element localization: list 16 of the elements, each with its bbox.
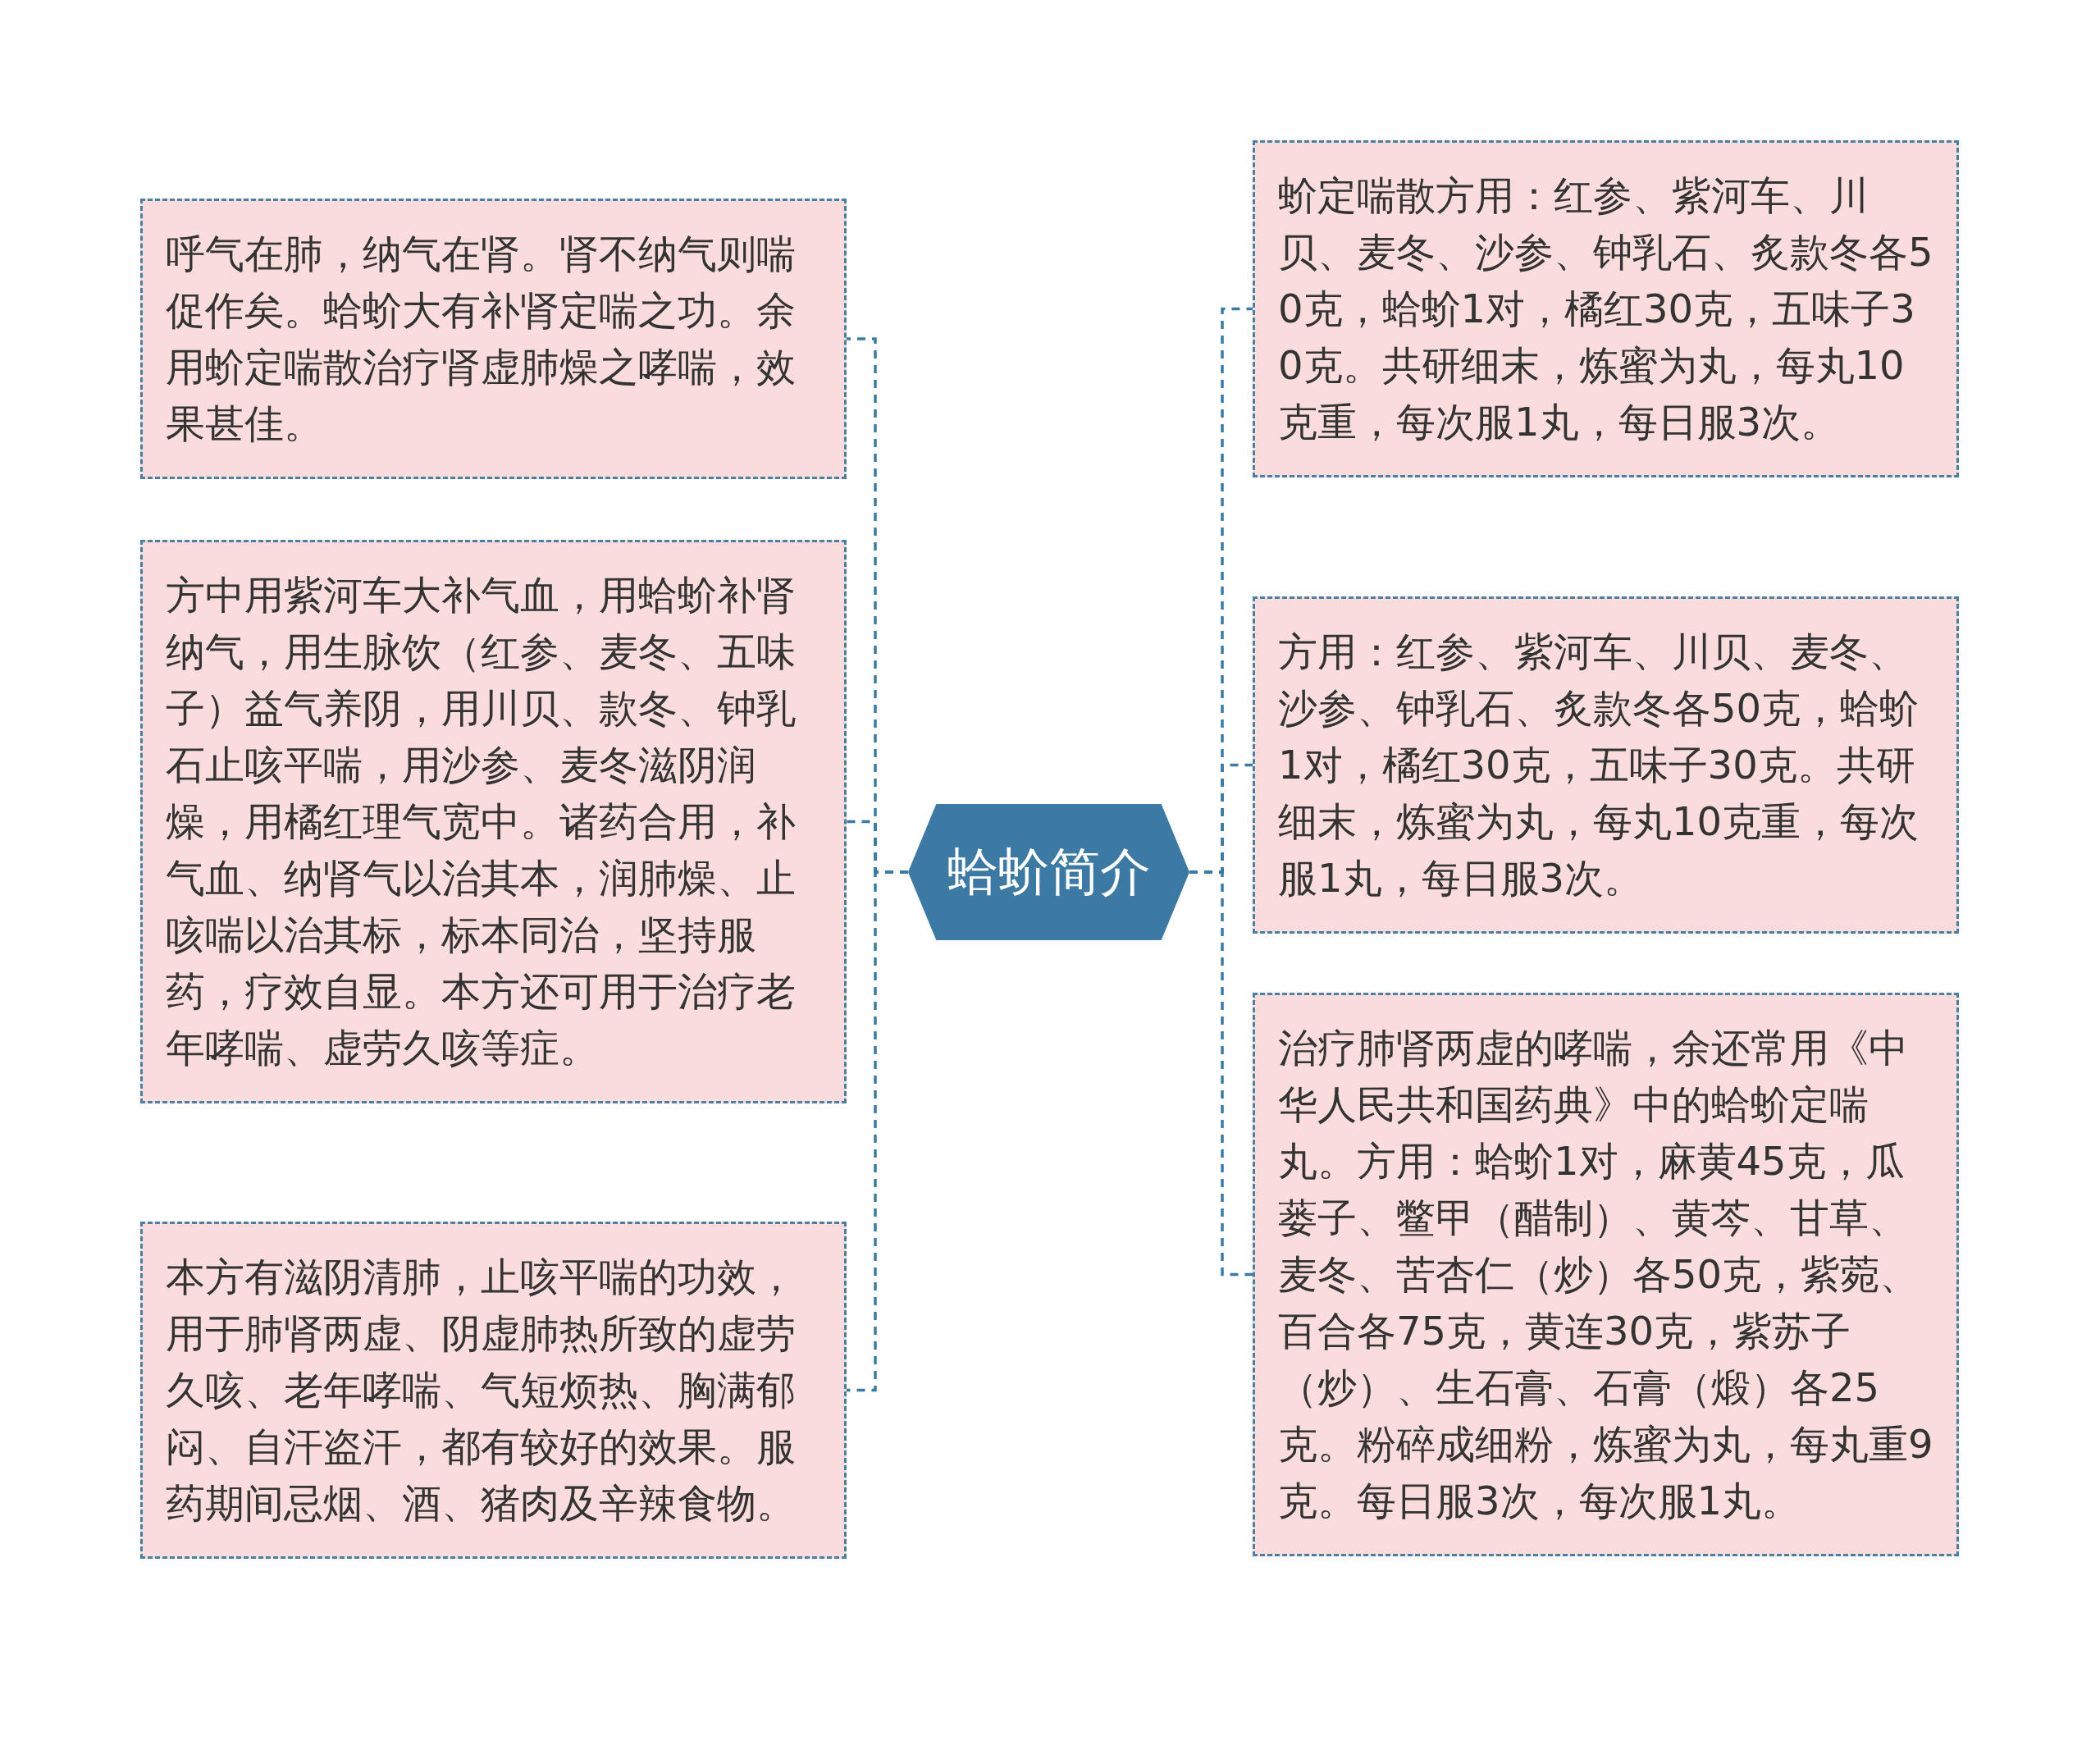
body-text: 方用：红参、紫河车、川贝、麦冬、沙参、钟乳石、炙款冬各50克，蛤蚧1对，橘红30克，五味子30克。共研细末，炼蜜为丸，每丸10克重，每次服1丸，每日服3次。 [1278, 628, 1920, 901]
text-box [140, 199, 847, 479]
topic-hexagon [908, 804, 1189, 940]
connector-line [1189, 870, 1253, 1277]
body-text: 蚧定喘散方用：红参、紫河车、川贝、麦冬、沙参、钟乳石、炙款冬各50克，蛤蚧1对，橘红30克，五味子30克。共研细末，炼蜜为丸，每丸10克重，每次服1丸，每日服3次。 [1278, 172, 1933, 445]
body-text: 方中用紫河车大补气血，用蛤蚧补肾纳气，用生脉饮（红参、麦冬、五味子）益气养阴，用川贝、款冬、钟乳石止咳平喘，用沙参、麦冬滋阴润燥，用橘红理气宽中。诸药合用，补气血、纳肾气以治其本，润肺燥、止咳喘以治其标，标本同治，坚持服药，疗效自显。本方还可用于治疗老年哮喘、虚劳久咳等症。 [166, 572, 796, 1071]
topic-title: 蛤蚧简介 [947, 841, 1151, 903]
connector-line [847, 870, 908, 1392]
text-box [140, 540, 847, 1103]
body-text: 呼气在肺，纳气在肾。肾不纳气则喘促作矣。蛤蚧大有补肾定喘之功。余用蚧定喘散治疗肾虚肺燥之哮喘，效果甚佳。 [166, 231, 796, 446]
text-box [1253, 596, 1959, 934]
text-box [1253, 993, 1959, 1556]
body-text: 本方有滋阴清肺，止咳平喘的功效，用于肺肾两虚、阴虚肺热所致的虚劳久咳、老年哮喘、气短烦热、胸满郁闷、自汗盗汗，都有较好的效果。服药期间忌烟、酒、猪肉及辛辣食物。 [166, 1254, 796, 1526]
text-box [140, 1222, 847, 1559]
text-box [1253, 140, 1959, 477]
body-text: 治疗肺肾两虚的哮喘，余还常用《中华人民共和国药典》中的蛤蚧定喘丸。方用：蛤蚧1对，麻黄45克，瓜蒌子、鳖甲（醋制）、黄芩、甘草、麦冬、苦杏仁（炒）各50克，紫菀、百合各75克，黄连30克，紫苏子（炒）、生石膏、石膏（煅）各25克。粉碎成细粉，炼蜜为丸，每丸重9克。每日服3次，每次服1丸。 [1278, 1025, 1933, 1523]
